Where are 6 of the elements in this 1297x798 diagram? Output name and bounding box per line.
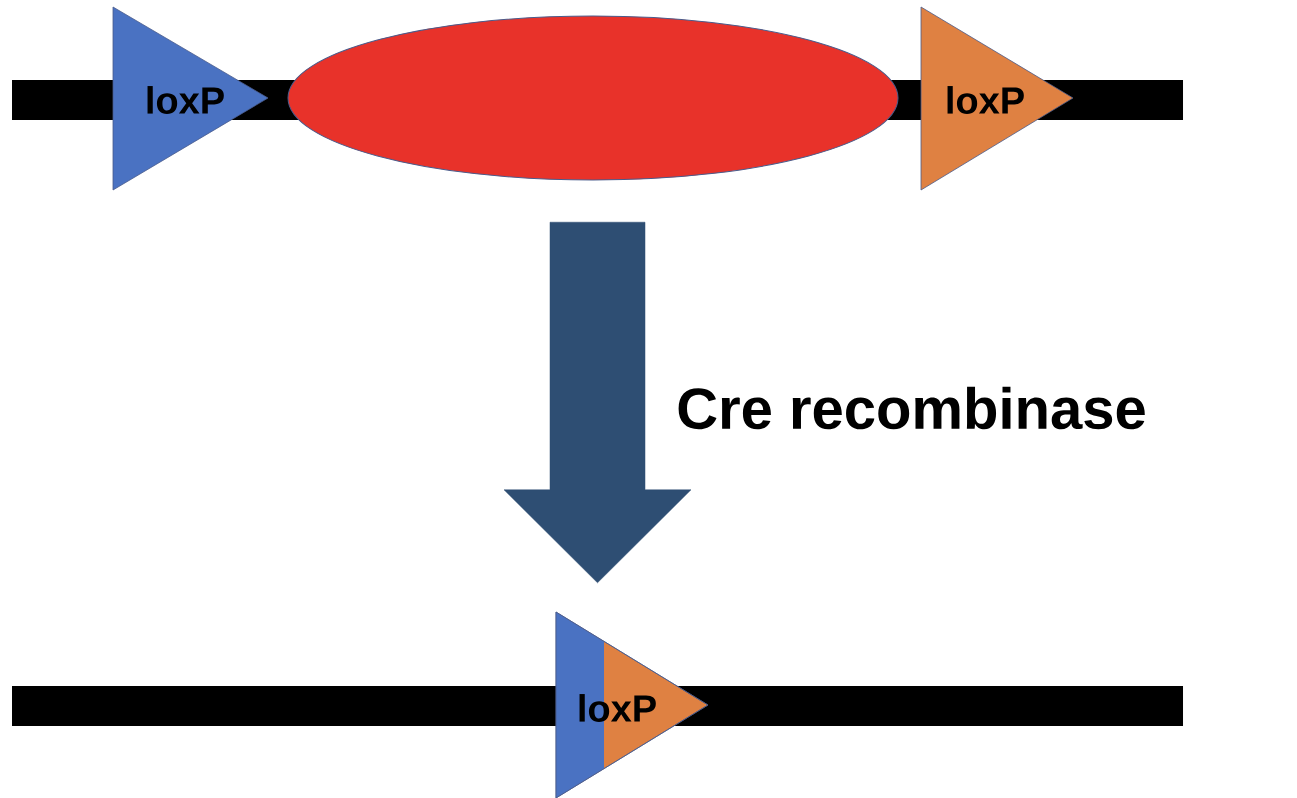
dna-strand (12, 686, 1183, 726)
gene-ellipse (287, 15, 899, 181)
loxp-triangle: loxP (112, 6, 269, 191)
block-arrow (503, 221, 692, 584)
edge-label: Cre recombinase (678, 386, 1145, 430)
loxp-triangle: loxP (920, 6, 1074, 191)
